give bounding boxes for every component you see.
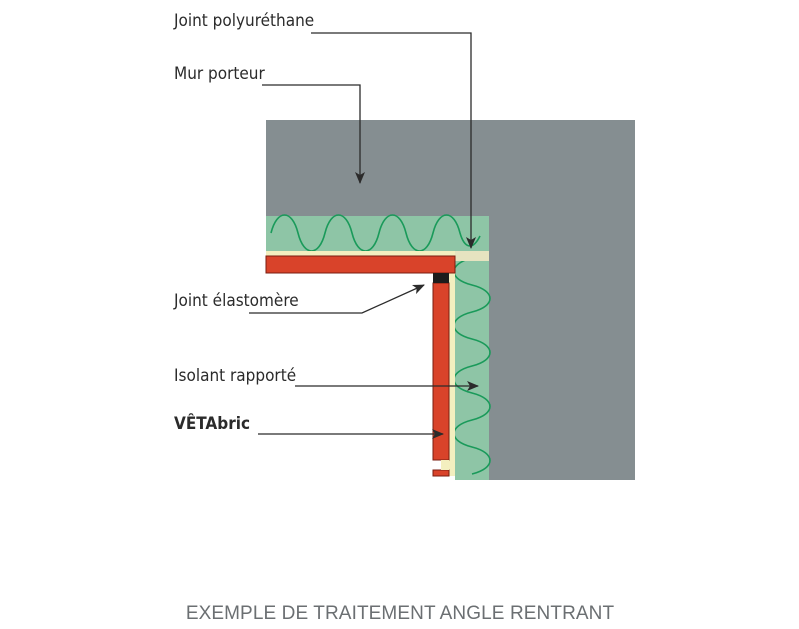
load-bearing-wall (266, 120, 635, 480)
leader-joint-polyurethane (311, 32, 476, 249)
polyurethane-joint (455, 251, 489, 261)
label-vetabric: VÊTAbric (174, 412, 250, 434)
leader-joint-elastomere (249, 284, 425, 314)
vetabric-panel-foot (432, 469, 450, 477)
insulation-wave-vertical (453, 257, 491, 475)
insulation-wave-horizontal (270, 214, 481, 252)
elastomer-joint (433, 273, 449, 283)
vetabric-panel-horizontal (265, 255, 456, 274)
label-joint-elastomere: Joint élastomère (173, 291, 299, 311)
leader-mur-porteur (262, 84, 365, 184)
cladding-backing-vertical (449, 256, 455, 476)
figure-caption: EXEMPLE DE TRAITEMENT ANGLE RENTRANT (186, 603, 615, 624)
vetabric-panel-gap (441, 460, 449, 470)
cladding-backing-horizontal (266, 251, 455, 256)
label-mur-porteur: Mur porteur (174, 64, 265, 84)
label-joint-polyurethane: Joint polyuréthane (173, 11, 314, 31)
label-isolant-rapporte: Isolant rapporté (174, 366, 296, 386)
